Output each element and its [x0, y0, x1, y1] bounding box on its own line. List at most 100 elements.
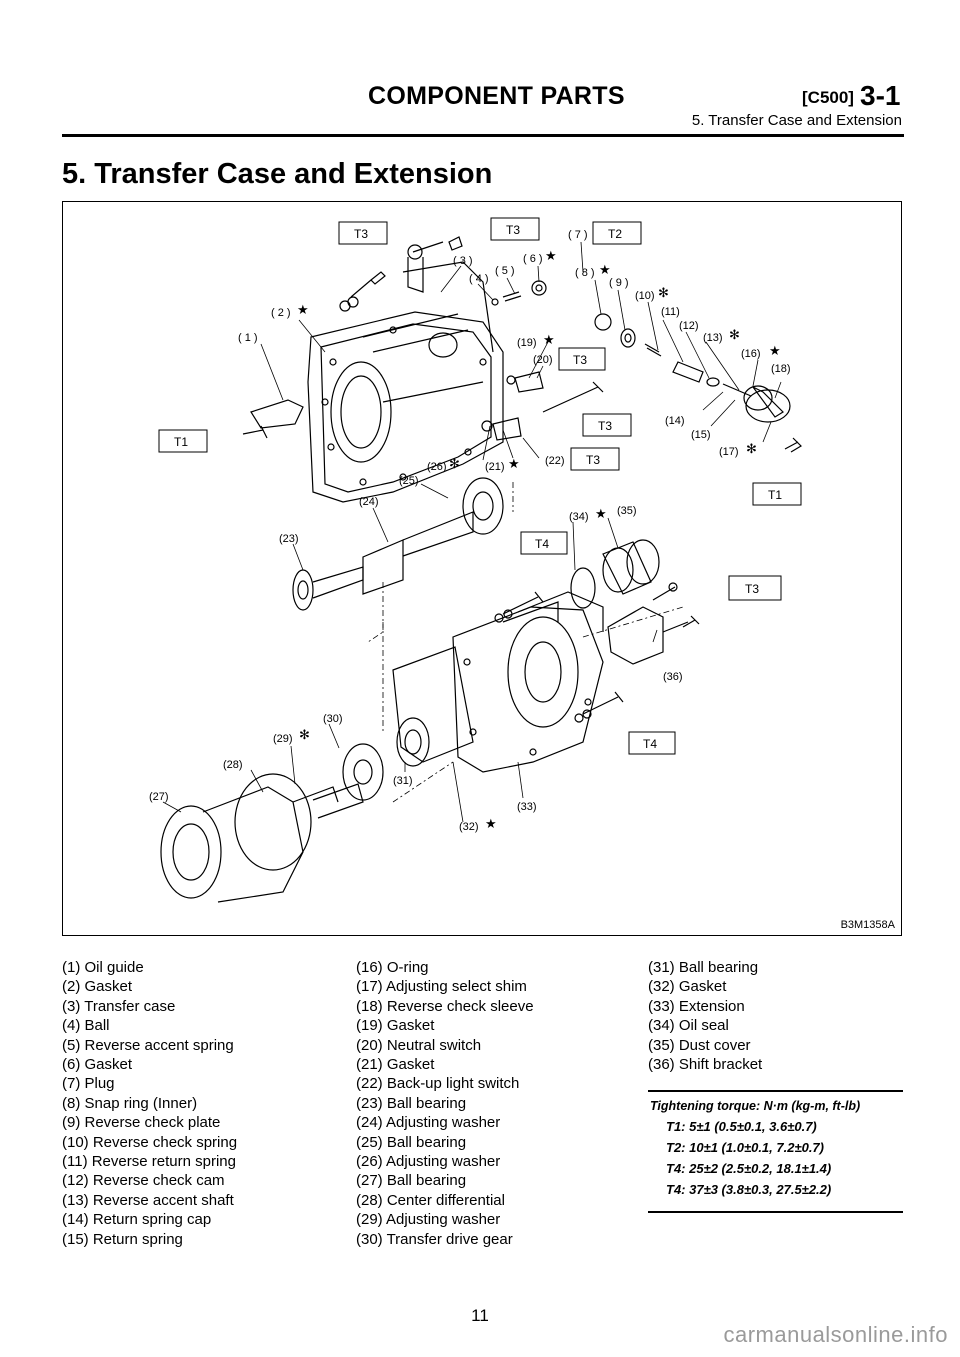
star-marker-icon: ★ — [769, 344, 781, 359]
torque-box-t3: T3 — [354, 227, 368, 241]
list-item: (28) Center differential — [356, 1191, 505, 1209]
list-item: (17) Adjusting select shim — [356, 978, 527, 996]
bolt-drawings — [242, 236, 802, 453]
callout-4: ( 4 ) — [469, 273, 489, 285]
dust-cover-drawing — [570, 539, 660, 609]
torque-box-t3: T3 — [506, 223, 520, 237]
callout-12: (12) — [679, 320, 699, 332]
callout-27: (27) — [149, 791, 169, 803]
shaft-assembly-drawing — [292, 477, 514, 643]
list-item: (1) Oil guide — [62, 959, 144, 976]
callout-1: ( 1 ) — [238, 332, 258, 344]
star-marker-icon: ★ — [508, 457, 520, 472]
header-rule — [62, 134, 904, 137]
watermark: carmanualsonline.info — [723, 1322, 948, 1347]
star-marker-icon: ★ — [595, 507, 607, 522]
callout-31: (31) — [393, 775, 413, 787]
parts-list-column-1: (1) Oil guide (2) Gasket (3) Transfer ca… — [62, 958, 237, 1249]
list-item: (34) Oil seal — [648, 1017, 729, 1035]
list-item: (18) Reverse check sleeve — [356, 997, 534, 1015]
list-item: (2) Gasket — [62, 978, 133, 996]
torque-line: T4: 37±3 (3.8±0.3, 27.5±2.2) — [666, 1182, 832, 1197]
callout-24: (24) — [359, 496, 379, 508]
oil-guide-drawing — [250, 399, 304, 429]
list-item: (20) Neutral switch — [356, 1036, 482, 1054]
callout-15: (15) — [691, 429, 711, 441]
callout-20: (20) — [533, 354, 553, 366]
callout-36: (36) — [663, 671, 683, 683]
list-item: (29) Adjusting washer — [356, 1211, 501, 1229]
list-item: (5) Reverse accent spring — [62, 1036, 234, 1054]
list-item: (6) Gasket — [62, 1056, 133, 1074]
callout-18: (18) — [771, 363, 791, 375]
list-item: (15) Return spring — [62, 1230, 183, 1248]
small-parts-drawing — [491, 280, 547, 306]
list-item: (11) Reverse return spring — [62, 1153, 236, 1171]
callout-10: (10) — [635, 290, 655, 302]
callout-14: (14) — [665, 415, 685, 427]
callout-32: (32) — [459, 821, 479, 833]
list-item: (30) Transfer drive gear — [356, 1230, 513, 1248]
callout-29: (29) — [273, 733, 293, 745]
torque-box-t3: T3 — [586, 453, 600, 467]
figure-code: B3M1358A — [840, 919, 895, 931]
header-subtitle: 5. Transfer Case and Extension — [691, 112, 902, 129]
list-item: (19) Gasket — [356, 1017, 435, 1035]
star-marker-icon: ★ — [545, 249, 557, 264]
list-item: (7) Plug — [62, 1075, 115, 1093]
star-marker-icon: ★ — [599, 263, 611, 278]
parts-list-column-3: (31) Ball bearing (32) Gasket (33) Exten… — [648, 958, 762, 1074]
torque-box-t3: T3 — [598, 419, 612, 433]
callout-33: (33) — [517, 801, 537, 813]
callout-26: (26) — [427, 461, 447, 473]
extension-housing-drawing — [382, 591, 684, 803]
callout-25: (25) — [399, 475, 419, 487]
torque-line: T1: 5±1 (0.5±0.1, 3.6±0.7) — [666, 1119, 817, 1134]
list-item: (14) Return spring cap — [62, 1211, 212, 1229]
list-item: (25) Ball bearing — [356, 1133, 467, 1151]
callout-11: (11) — [661, 306, 680, 318]
callout-19: (19) — [517, 337, 537, 349]
torque-box-t3: T3 — [573, 353, 587, 367]
callout-labels: ( 1 ) ( 2 ) ( 3 ) ( 4 ) ( 5 ) ( 6 ) ( 7 … — [149, 229, 791, 833]
gear-marker-icon: ✻ — [729, 328, 740, 343]
list-item: (10) Reverse check spring — [62, 1133, 238, 1151]
list-item: (35) Dust cover — [648, 1036, 751, 1054]
list-item: (32) Gasket — [648, 978, 727, 996]
callout-34: (34) — [569, 511, 589, 523]
exploded-view-figure: ( 1 ) ( 2 ) ( 3 ) ( 4 ) ( 5 ) ( 6 ) ( 7 … — [62, 201, 902, 936]
list-item: (3) Transfer case — [62, 997, 176, 1015]
callout-5: ( 5 ) — [495, 265, 515, 277]
callout-9: ( 9 ) — [609, 277, 629, 289]
t4-bolt-drawings — [494, 591, 624, 723]
callout-22: (22) — [545, 455, 565, 467]
callout-13: (13) — [703, 332, 723, 344]
torque-box-t3: T3 — [745, 582, 759, 596]
torque-box-t1: T1 — [768, 488, 782, 502]
list-item: (27) Ball bearing — [356, 1172, 467, 1190]
switch-drawings — [481, 371, 544, 441]
list-item: (13) Reverse accent shaft — [62, 1191, 234, 1209]
list-item: (4) Ball — [62, 1017, 110, 1035]
list-item: (12) Reverse check cam — [62, 1172, 225, 1190]
callout-35: (35) — [617, 505, 637, 517]
callout-6: ( 6 ) — [523, 253, 543, 265]
list-item: (21) Gasket — [356, 1056, 435, 1074]
gear-marker-icon: ✻ — [299, 728, 310, 743]
callout-30: (30) — [323, 713, 343, 725]
marker-symbols: ★ ★ ★ ✻ ✻ ★ ✻ ★ ✻ ★ ★ ✻ ★ — [297, 249, 781, 832]
callout-2: ( 2 ) — [271, 307, 291, 319]
transfer-case-drawing — [307, 244, 504, 503]
star-marker-icon: ★ — [297, 303, 309, 318]
parts-list-column-2: (16) O-ring (17) Adjusting select shim (… — [356, 958, 534, 1249]
list-item: (8) Snap ring (Inner) — [62, 1094, 198, 1112]
leader-lines — [162, 241, 782, 823]
list-item: (9) Reverse check plate — [62, 1114, 221, 1132]
torque-heading: Tightening torque: N·m (kg-m, ft-lb) — [650, 1099, 861, 1113]
callout-3: ( 3 ) — [453, 255, 473, 267]
page-title: 5. Transfer Case and Extension — [62, 158, 493, 190]
gear-marker-icon: ✻ — [746, 442, 757, 457]
exploded-view-drawing: ( 1 ) ( 2 ) ( 3 ) ( 4 ) ( 5 ) ( 6 ) ( 7 … — [149, 217, 802, 903]
header-section-number: 3-1 — [860, 80, 901, 111]
list-item: (16) O-ring — [356, 959, 429, 976]
